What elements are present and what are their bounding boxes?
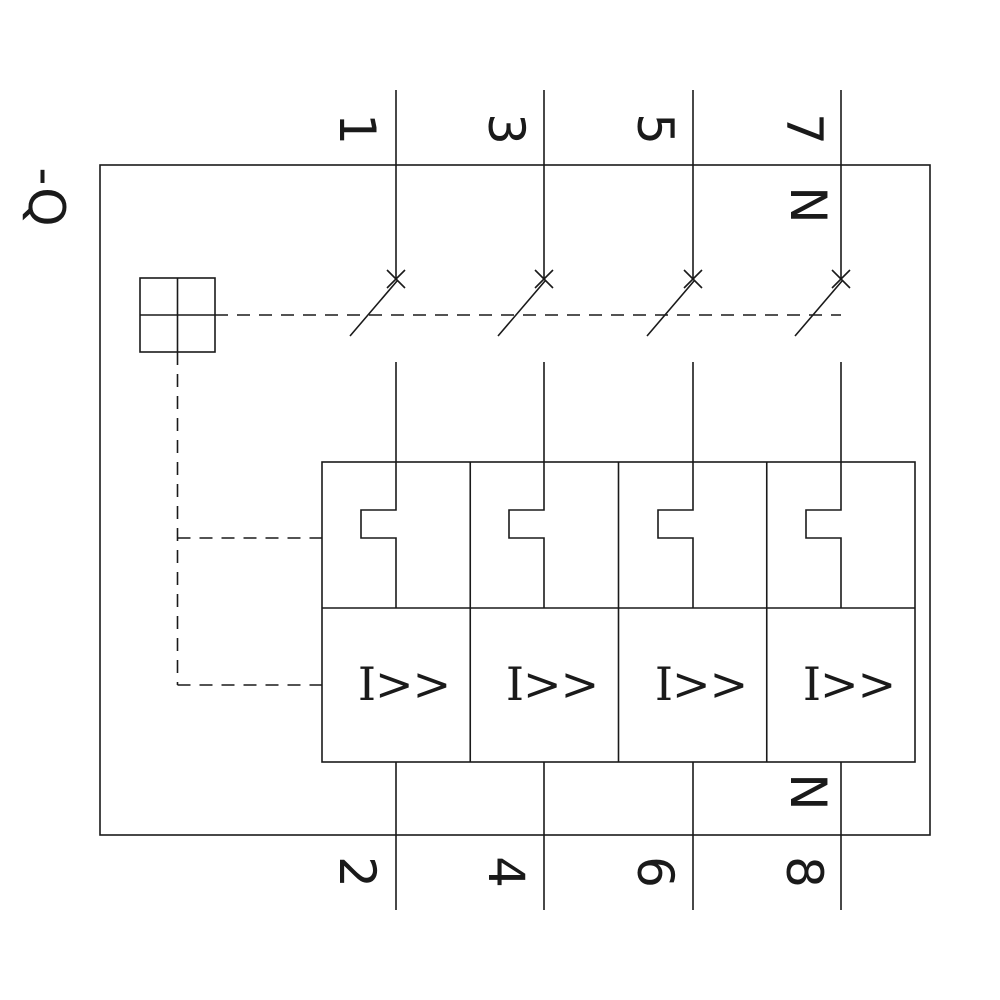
terminal-label-bottom-6: 6	[626, 856, 684, 888]
pole-1	[349, 90, 406, 910]
pole-3-thermal-release-symbol	[657, 462, 694, 608]
pole-4-thermal-release-symbol	[805, 462, 842, 608]
terminal-label-top-3: 3	[477, 113, 535, 145]
pole-4-contact-blade-line	[794, 280, 843, 337]
terminal-label-top-7: 7	[775, 113, 833, 145]
short-circuit-release-label-4: I>>	[802, 657, 896, 711]
neutral-label-top: N	[779, 186, 837, 224]
trip-unit-grid	[321, 461, 916, 763]
terminal-label-bottom-2: 2	[328, 856, 386, 888]
short-circuit-release-label-1: I>>	[357, 657, 451, 711]
short-circuit-release-label-3: I>>	[654, 657, 748, 711]
pole-2-contact-cross-icon	[534, 269, 554, 289]
pole-1-thermal-release-symbol	[360, 462, 397, 608]
pole-1-contact-blade-line	[349, 280, 398, 337]
terminal-label-bottom-4: 4	[477, 856, 535, 888]
terminal-label-top-1: 1	[328, 113, 386, 145]
mechanism-box	[139, 277, 216, 353]
enclosure-border	[99, 164, 931, 836]
pole-3-contact-cross-icon	[683, 269, 703, 289]
pole-4	[794, 90, 851, 910]
mechanical-linkages	[176, 314, 841, 686]
pole-2-thermal-release-symbol	[508, 462, 545, 608]
device-designation-label: -Q	[17, 167, 75, 227]
pole-4-contact-cross-icon	[831, 269, 851, 289]
terminal-label-bottom-8: 8	[775, 856, 833, 888]
pole-3-contact-blade-line	[646, 280, 695, 337]
pole-2-contact-blade-line	[497, 280, 546, 337]
neutral-label-bottom: N	[779, 773, 837, 811]
short-circuit-release-label-2: I>>	[505, 657, 599, 711]
pole-2	[497, 90, 554, 910]
terminal-label-top-5: 5	[626, 113, 684, 145]
pole-3	[646, 90, 703, 910]
pole-1-contact-cross-icon	[386, 269, 406, 289]
